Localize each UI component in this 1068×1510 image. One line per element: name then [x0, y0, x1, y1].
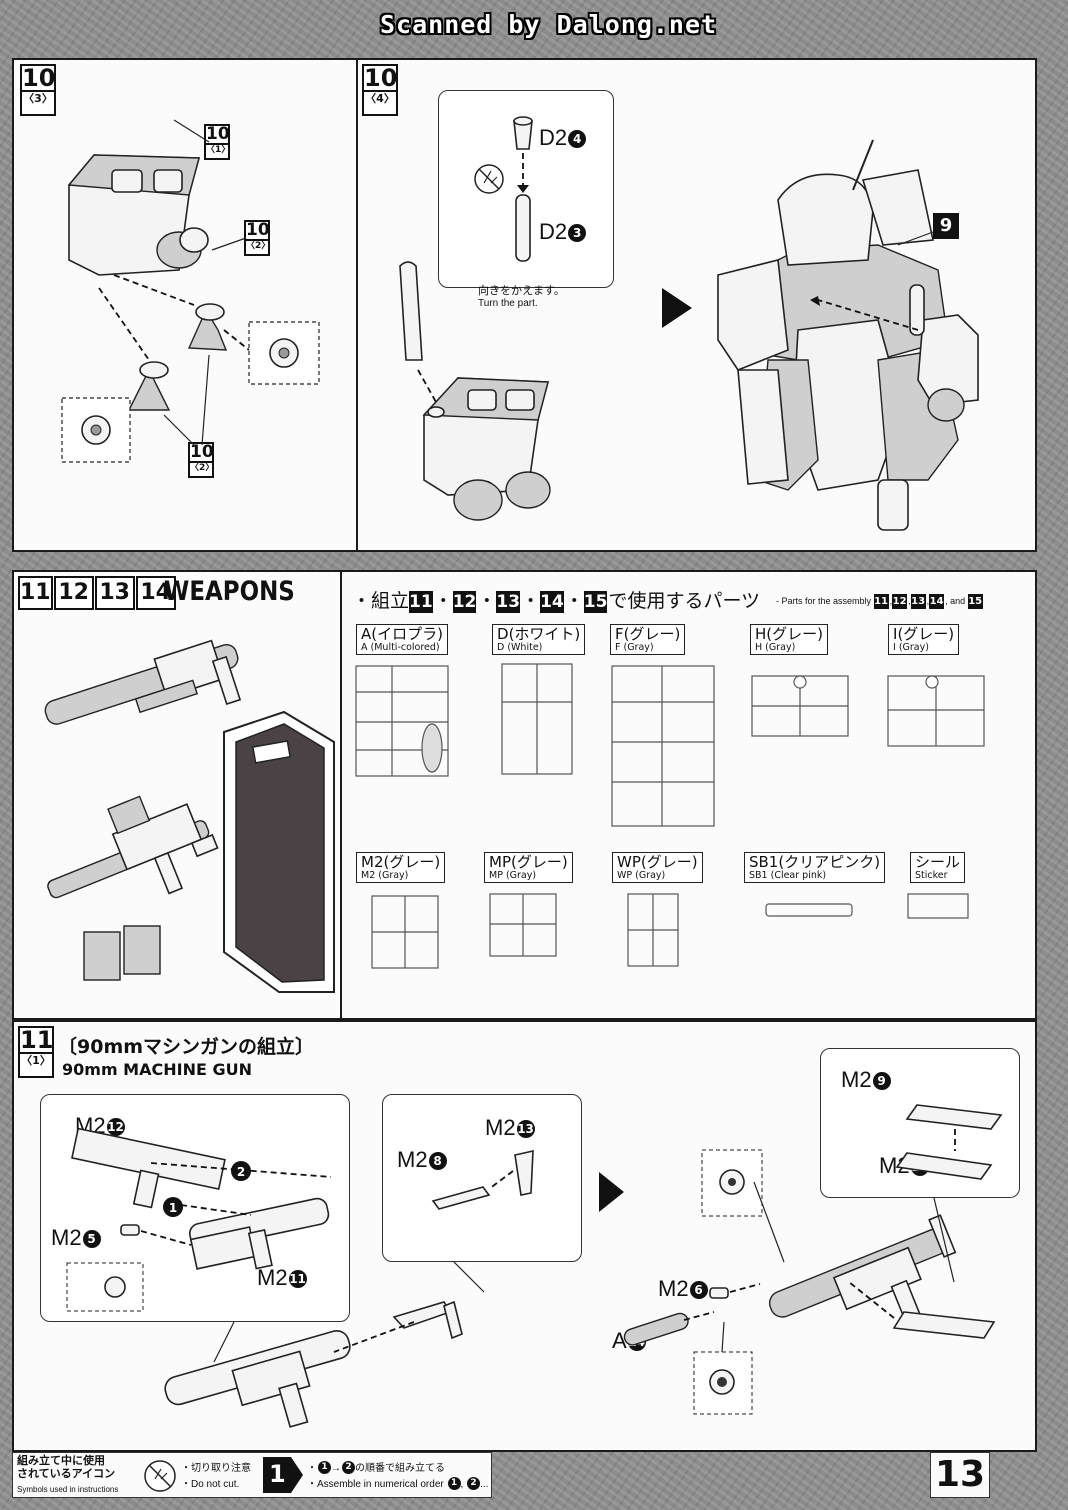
step-number: 14: [135, 576, 176, 610]
step-10-3-panel: 10 〈3〉 10 〈1〉 10 〈2〉 10 〈2〉: [12, 58, 358, 552]
runner-mp: MP(グレー)MP (Gray): [484, 852, 573, 883]
step-number: 11: [20, 1026, 54, 1054]
svg-text:2: 2: [237, 1165, 245, 1179]
step-number: 12: [53, 576, 94, 610]
step-number: 11: [18, 576, 53, 610]
do-not-cut-jp: ・切り取り注意: [181, 1463, 251, 1474]
parts-header: ・組立11・12・13・14・15で使用するパーツ: [352, 590, 761, 613]
weapons-illustration: [44, 639, 335, 993]
runner-wp: WP(グレー)WP (Gray): [612, 852, 703, 883]
gun-stock-drawing: [431, 1149, 534, 1210]
gun-body-drawing: 2 1: [66, 1127, 332, 1312]
step-badge: 11 〈1〉: [18, 1026, 54, 1078]
assembly-order-icon: 1: [263, 1457, 303, 1493]
runner-h: H(グレー)H (Gray): [750, 624, 828, 655]
runner-d: D(ホワイト)D (White): [492, 624, 586, 655]
runner-i: I(グレー)I (Gray): [888, 624, 960, 655]
do-not-cut-en: ・Do not cut.: [181, 1479, 240, 1490]
ref-badge-10-2: 10 〈2〉: [188, 442, 214, 478]
step-number: 10: [364, 64, 398, 92]
turn-part-note-en: Turn the part.: [478, 298, 538, 309]
legend-title-jp: 組み立て中に使用 されているアイコン: [17, 1455, 116, 1480]
step-badge: 10 〈4〉: [362, 64, 398, 116]
svg-text:1: 1: [169, 1201, 177, 1215]
antenna-parts-drawing: [474, 116, 533, 262]
runner-m2: M2(グレー)M2 (Gray): [356, 852, 446, 883]
page-number: 13: [930, 1452, 990, 1498]
step-11-title-jp: 〔90mmマシンガンの組立〕: [58, 1036, 315, 1058]
parts-runners-panel: ・組立11・12・13・14・15で使用するパーツ - Parts for th…: [340, 570, 1037, 1020]
turn-part-note-jp: 向きをかえます。: [478, 285, 565, 297]
step-number: 13: [94, 576, 135, 610]
step-substep: 〈4〉: [364, 90, 396, 105]
step-11-panel: 11 〈1〉 〔90mmマシンガンの組立〕 90mm MACHINE GUN M…: [12, 1020, 1037, 1452]
do-not-cut-icon: [144, 1460, 176, 1492]
gun-top-drawing: [895, 1104, 1003, 1180]
step-badge: 10 〈3〉: [20, 64, 56, 116]
runner-a: A(イロプラ)A (Multi-colored): [356, 624, 448, 655]
step-11-title-en: 90mm MACHINE GUN: [62, 1060, 252, 1079]
weapons-title: WEAPONS: [164, 576, 295, 607]
ref-badge-10-1: 10 〈1〉: [204, 124, 230, 160]
gun-top-detail-callout: M29 M210: [820, 1048, 1020, 1198]
gun-assembly-illustration: [164, 1149, 996, 1428]
backpack-assembly-illustration: [61, 119, 320, 463]
legend-title-en: Symbols used in instructions: [17, 1485, 119, 1494]
runner-f: F(グレー)F (Gray): [610, 624, 686, 655]
runner-sb1: SB1(クリアピンク)SB1 (Clear pink): [744, 852, 886, 883]
ref-badge-9: 9: [933, 213, 959, 239]
scan-watermark: Scanned by Dalong.net: [380, 10, 718, 39]
step-substep: 〈1〉: [20, 1052, 52, 1067]
next-step-arrow: [662, 288, 692, 328]
runner-sprue-drawings: [355, 663, 985, 969]
instruction-icons-legend: 組み立て中に使用 されているアイコン Symbols used in instr…: [12, 1452, 492, 1498]
step-number: 10: [22, 64, 56, 92]
backpack-antenna-illustration: [399, 261, 551, 521]
mobile-suit-body-illustration: [717, 139, 979, 531]
step-substep: 〈3〉: [22, 90, 54, 105]
assembly-order-en: ・Assemble in numerical order 1, 2...: [307, 1477, 489, 1490]
parts-header-en: - Parts for the assembly 11,12,13,14, an…: [776, 594, 983, 609]
